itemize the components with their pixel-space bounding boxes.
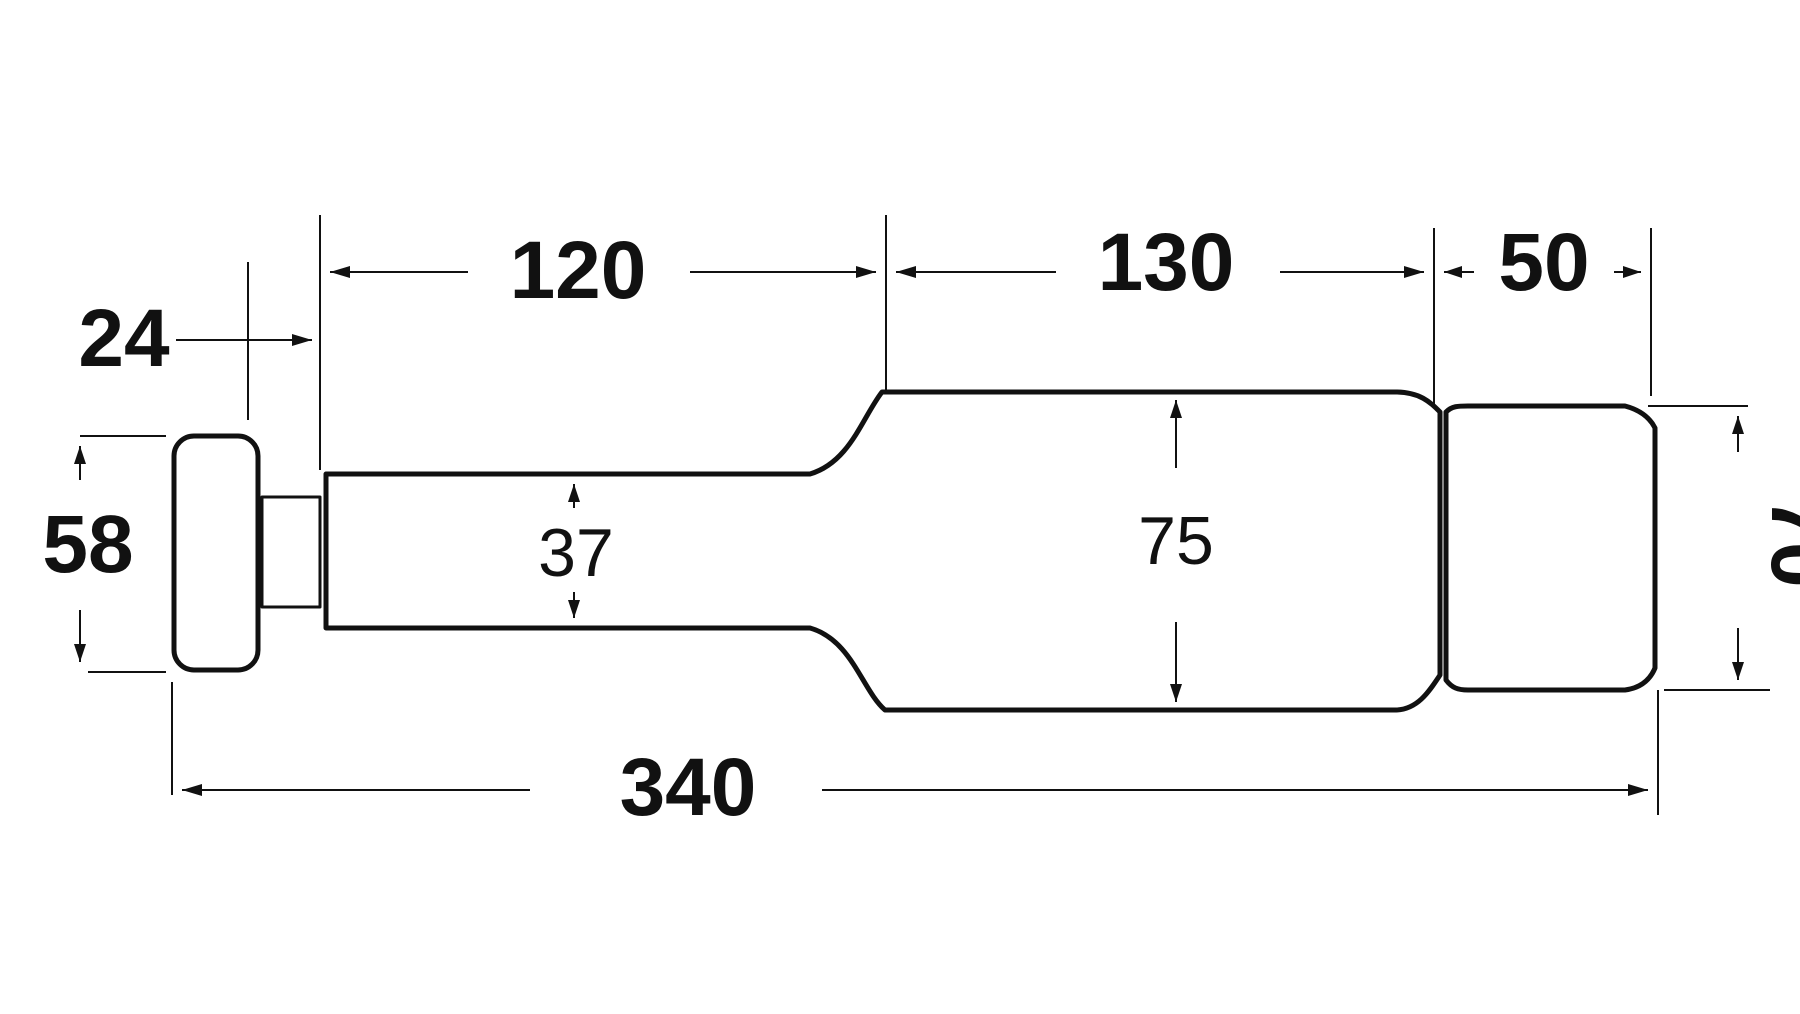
extension-lines xyxy=(80,215,1770,815)
dim-shank-length: 120 xyxy=(510,225,647,316)
dimension-labels: 120 130 50 24 340 58 37 75 70 xyxy=(42,217,1800,833)
dim-tip-diameter: 70 xyxy=(1754,496,1800,587)
neck xyxy=(260,495,322,609)
dim-collar-diameter: 58 xyxy=(42,499,133,590)
dim-overall-length: 340 xyxy=(620,742,757,833)
shank-and-body xyxy=(323,389,1443,713)
dim-collar-width: 24 xyxy=(78,293,170,384)
part-outline xyxy=(171,389,1658,713)
collar xyxy=(171,433,261,673)
tip xyxy=(1443,403,1658,693)
dim-shank-diameter: 37 xyxy=(538,515,614,591)
dimension-lines xyxy=(74,266,1744,796)
dim-body-diameter: 75 xyxy=(1138,503,1214,579)
dim-body-length: 130 xyxy=(1098,217,1235,308)
dim-tip-length: 50 xyxy=(1498,217,1589,308)
